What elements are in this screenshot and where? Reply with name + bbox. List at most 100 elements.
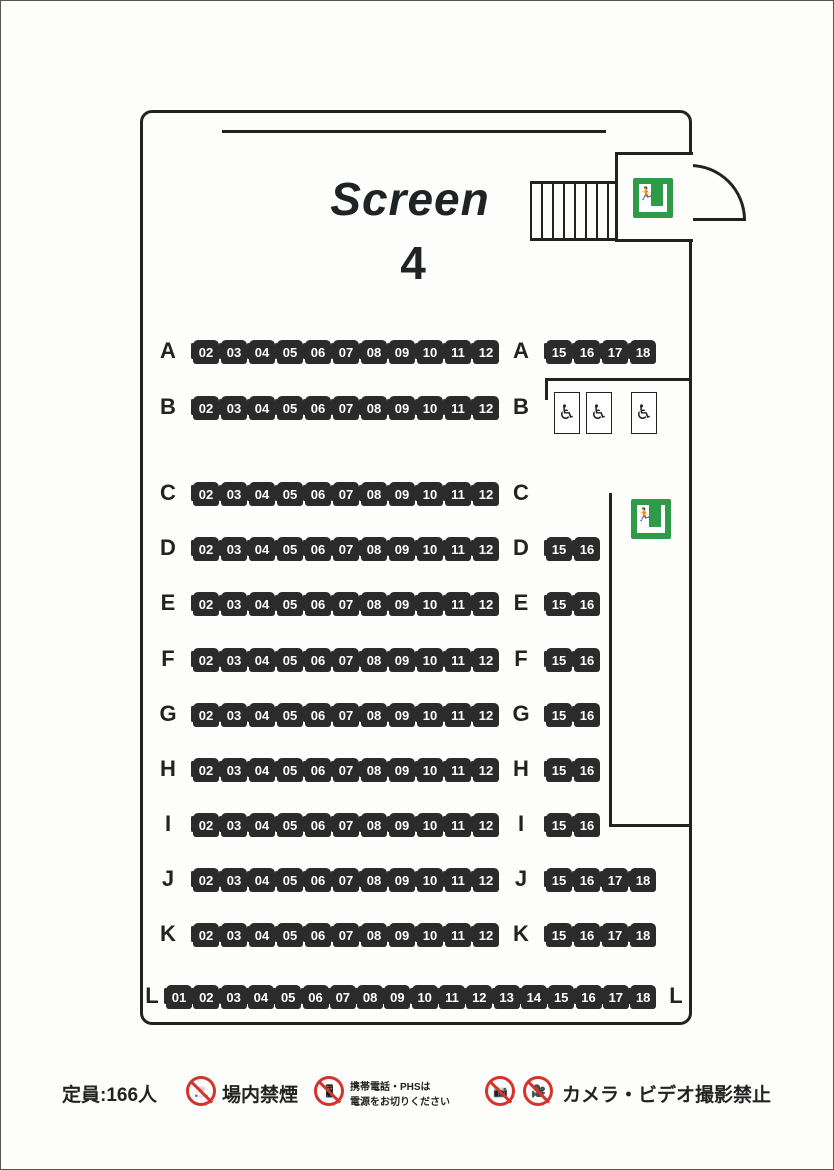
seat[interactable]: 04 bbox=[247, 592, 275, 616]
seat[interactable]: 08 bbox=[359, 537, 387, 561]
seat[interactable]: 10 bbox=[415, 703, 443, 727]
seat[interactable]: 06 bbox=[303, 482, 331, 506]
seat[interactable]: 06 bbox=[300, 985, 329, 1009]
seat[interactable]: 05 bbox=[275, 396, 303, 420]
seat[interactable]: 08 bbox=[359, 813, 387, 837]
seat[interactable]: 10 bbox=[415, 648, 443, 672]
seat[interactable]: 05 bbox=[275, 482, 303, 506]
seat[interactable]: 04 bbox=[247, 923, 275, 947]
seat[interactable]: 06 bbox=[303, 758, 331, 782]
seat[interactable]: 03 bbox=[219, 592, 247, 616]
seat[interactable]: 16 bbox=[572, 537, 600, 561]
seat[interactable]: 05 bbox=[275, 592, 303, 616]
seat[interactable]: 10 bbox=[415, 396, 443, 420]
seat[interactable]: 12 bbox=[471, 923, 499, 947]
seat[interactable]: 11 bbox=[443, 923, 471, 947]
seat[interactable]: 15 bbox=[544, 648, 572, 672]
seat[interactable]: 07 bbox=[331, 537, 359, 561]
seat[interactable]: 11 bbox=[443, 648, 471, 672]
seat[interactable]: 06 bbox=[303, 703, 331, 727]
seat[interactable]: 07 bbox=[331, 758, 359, 782]
seat[interactable]: 11 bbox=[443, 340, 471, 364]
seat[interactable]: 09 bbox=[387, 396, 415, 420]
seat[interactable]: 16 bbox=[572, 592, 600, 616]
seat[interactable]: 15 bbox=[544, 758, 572, 782]
seat[interactable]: 12 bbox=[471, 537, 499, 561]
seat[interactable]: 01 bbox=[164, 985, 192, 1009]
seat[interactable]: 16 bbox=[572, 813, 600, 837]
seat[interactable]: 12 bbox=[471, 703, 499, 727]
seat[interactable]: 09 bbox=[387, 648, 415, 672]
seat[interactable]: 11 bbox=[443, 703, 471, 727]
seat[interactable]: 09 bbox=[387, 758, 415, 782]
seat[interactable]: 06 bbox=[303, 340, 331, 364]
seat[interactable]: 05 bbox=[275, 868, 303, 892]
seat[interactable]: 15 bbox=[544, 340, 572, 364]
seat[interactable]: 03 bbox=[219, 813, 247, 837]
seat[interactable]: 04 bbox=[245, 985, 274, 1009]
seat[interactable]: 02 bbox=[191, 340, 219, 364]
seat[interactable]: 05 bbox=[275, 648, 303, 672]
seat[interactable]: 02 bbox=[191, 703, 219, 727]
seat[interactable]: 05 bbox=[275, 703, 303, 727]
seat[interactable]: 09 bbox=[387, 923, 415, 947]
seat[interactable]: 10 bbox=[415, 813, 443, 837]
wheelchair-space-icon[interactable]: ♿ bbox=[554, 392, 580, 434]
seat[interactable]: 12 bbox=[471, 592, 499, 616]
seat[interactable]: 12 bbox=[471, 340, 499, 364]
seat[interactable]: 16 bbox=[572, 923, 600, 947]
seat[interactable]: 18 bbox=[628, 985, 657, 1009]
seat[interactable]: 07 bbox=[327, 985, 356, 1009]
seat[interactable]: 08 bbox=[359, 340, 387, 364]
seat[interactable]: 17 bbox=[600, 985, 629, 1009]
seat[interactable]: 04 bbox=[247, 340, 275, 364]
seat[interactable]: 12 bbox=[471, 813, 499, 837]
seat[interactable]: 06 bbox=[303, 813, 331, 837]
seat[interactable]: 07 bbox=[331, 396, 359, 420]
seat[interactable]: 05 bbox=[275, 537, 303, 561]
seat[interactable]: 07 bbox=[331, 868, 359, 892]
seat[interactable]: 06 bbox=[303, 537, 331, 561]
seat[interactable]: 07 bbox=[331, 813, 359, 837]
seat[interactable]: 09 bbox=[387, 703, 415, 727]
seat[interactable]: 08 bbox=[359, 592, 387, 616]
seat[interactable]: 09 bbox=[387, 340, 415, 364]
seat[interactable]: 08 bbox=[359, 396, 387, 420]
seat[interactable]: 10 bbox=[409, 985, 438, 1009]
seat[interactable]: 11 bbox=[443, 813, 471, 837]
seat[interactable]: 08 bbox=[355, 985, 384, 1009]
seat[interactable]: 15 bbox=[544, 592, 572, 616]
seat[interactable]: 07 bbox=[331, 648, 359, 672]
seat[interactable]: 07 bbox=[331, 482, 359, 506]
seat[interactable]: 10 bbox=[415, 482, 443, 506]
seat[interactable]: 11 bbox=[443, 482, 471, 506]
seat[interactable]: 16 bbox=[572, 648, 600, 672]
seat[interactable]: 03 bbox=[219, 703, 247, 727]
seat[interactable]: 05 bbox=[275, 758, 303, 782]
seat[interactable]: 11 bbox=[443, 868, 471, 892]
seat[interactable]: 16 bbox=[572, 340, 600, 364]
seat[interactable]: 08 bbox=[359, 703, 387, 727]
seat[interactable]: 09 bbox=[387, 537, 415, 561]
seat[interactable]: 18 bbox=[628, 868, 656, 892]
seat[interactable]: 03 bbox=[219, 482, 247, 506]
seat[interactable]: 02 bbox=[191, 758, 219, 782]
seat[interactable]: 02 bbox=[191, 868, 219, 892]
seat[interactable]: 08 bbox=[359, 923, 387, 947]
seat[interactable]: 03 bbox=[219, 758, 247, 782]
seat[interactable]: 12 bbox=[471, 868, 499, 892]
seat[interactable]: 02 bbox=[191, 985, 220, 1009]
seat[interactable]: 02 bbox=[191, 813, 219, 837]
seat[interactable]: 10 bbox=[415, 537, 443, 561]
seat[interactable]: 02 bbox=[191, 396, 219, 420]
seat[interactable]: 09 bbox=[387, 813, 415, 837]
seat[interactable]: 04 bbox=[247, 396, 275, 420]
seat[interactable]: 15 bbox=[544, 868, 572, 892]
seat[interactable]: 02 bbox=[191, 482, 219, 506]
seat[interactable]: 15 bbox=[544, 703, 572, 727]
seat[interactable]: 11 bbox=[443, 537, 471, 561]
seat[interactable]: 12 bbox=[471, 758, 499, 782]
seat[interactable]: 04 bbox=[247, 813, 275, 837]
seat[interactable]: 16 bbox=[572, 868, 600, 892]
seat[interactable]: 11 bbox=[443, 758, 471, 782]
